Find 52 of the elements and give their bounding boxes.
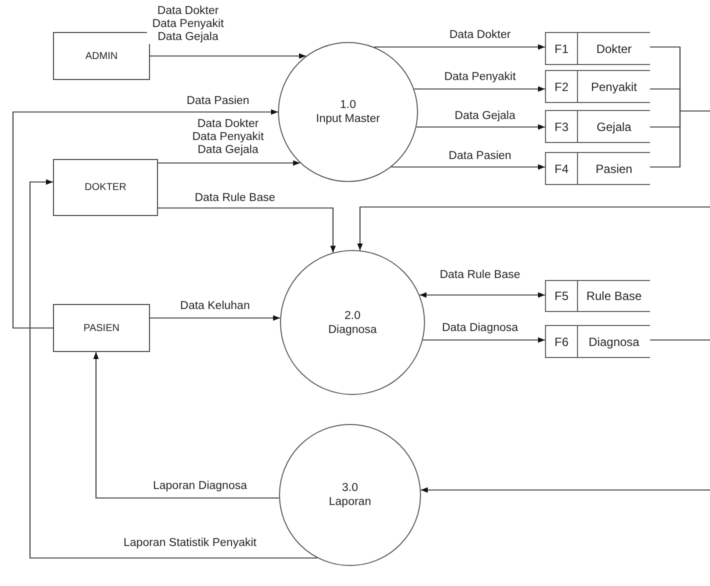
data-store xyxy=(545,325,650,358)
data-store xyxy=(545,32,650,65)
arrow xyxy=(391,164,545,170)
store-id: F5 xyxy=(546,281,578,311)
arrow xyxy=(357,206,710,250)
store-name: Diagnosa xyxy=(588,334,640,348)
process-name: Laporan xyxy=(328,495,372,509)
edge-label: Data Gejala xyxy=(452,110,518,123)
data-store xyxy=(545,152,650,185)
arrow xyxy=(158,207,336,253)
arrow xyxy=(150,53,306,59)
data-store xyxy=(545,280,650,312)
connector-line xyxy=(650,110,710,168)
arrow xyxy=(158,160,300,166)
process-name: Diagnosa xyxy=(328,322,377,336)
store-id: F6 xyxy=(546,326,578,357)
entity-name: ADMIN xyxy=(85,50,118,62)
process-number: 1.0 xyxy=(340,98,356,112)
arrow xyxy=(374,44,545,50)
arrow xyxy=(12,109,278,329)
edge-label: Laporan Statistik Penyakit xyxy=(122,537,258,550)
data-store xyxy=(545,110,650,143)
edge-label: Laporan Diagnosa xyxy=(151,480,249,493)
store-id: F2 xyxy=(546,71,578,102)
external-entity-box xyxy=(53,304,150,352)
arrow xyxy=(29,179,318,559)
arrow xyxy=(93,352,280,499)
process-number: 2.0 xyxy=(344,308,360,322)
arrow xyxy=(414,86,545,92)
edge-label: Data Penyakit xyxy=(442,71,518,84)
arrow xyxy=(422,337,545,343)
entity-name: PASIEN xyxy=(84,322,120,334)
store-id: F3 xyxy=(546,111,578,142)
arrow xyxy=(150,315,280,321)
process-number: 3.0 xyxy=(342,481,358,495)
external-entity-box xyxy=(53,159,158,216)
edge-label: Data Diagnosa xyxy=(440,322,520,335)
process-name: Input Master xyxy=(316,112,380,126)
store-name: Penyakit xyxy=(590,80,638,94)
external-entity-box xyxy=(53,32,150,80)
store-name: Pasien xyxy=(594,162,634,176)
arrow xyxy=(420,292,545,298)
arrow xyxy=(420,487,710,493)
store-id: F4 xyxy=(546,153,578,184)
arrow xyxy=(416,124,545,130)
store-name: Gejala xyxy=(596,120,632,134)
data-store xyxy=(545,70,650,103)
store-name: Dokter xyxy=(595,42,633,56)
store-id: F1 xyxy=(546,33,578,64)
connector-line xyxy=(650,339,710,341)
store-name: Rule Base xyxy=(585,289,643,303)
entity-name: DOKTER xyxy=(84,182,126,193)
